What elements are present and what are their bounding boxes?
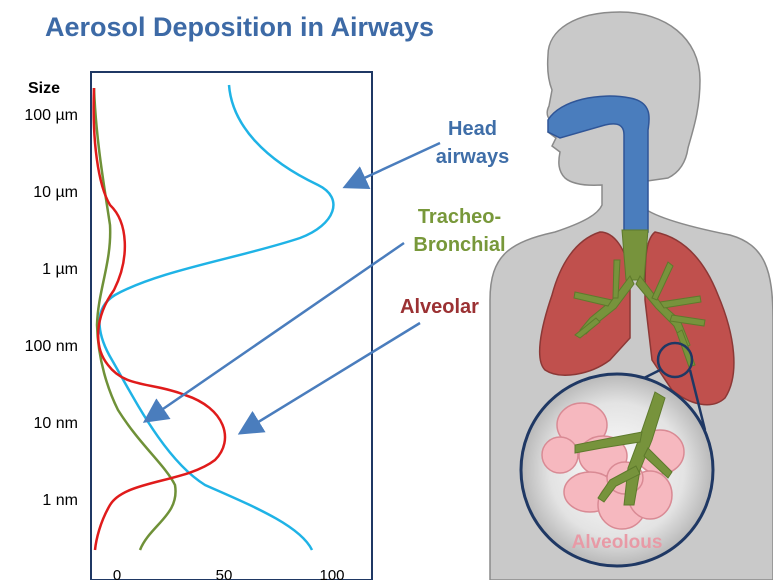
tracheo-bronchial-line2: Bronchial (413, 234, 506, 256)
x-tick-50: 50 (215, 567, 233, 584)
y-tick-10um: 10 µm (33, 184, 78, 201)
figure-title: Aerosol Deposition in Airways (45, 12, 435, 42)
tracheo-bronchial-arrow (142, 241, 405, 423)
alveolar-label: Alveolar (400, 296, 479, 318)
head-airways-curve (98, 84, 335, 551)
inset-bronchiole (574, 391, 673, 506)
head-airways-line1: Head (448, 118, 497, 140)
head-airways-label: Head airways (435, 115, 510, 171)
head-airway (547, 95, 650, 233)
y-tick-100nm: 100 nm (24, 338, 78, 355)
y-axis-title: Size (28, 80, 61, 97)
magnify-ring (656, 341, 694, 379)
plot-frame (90, 71, 373, 580)
head-airways-line2: airways (435, 146, 510, 168)
y-tick-10nm: 10 nm (33, 415, 78, 432)
y-tick-1nm: 1 nm (42, 492, 78, 509)
tracheo-bronchial-line1: Tracheo- (417, 206, 502, 228)
alveoli-cluster (541, 402, 685, 530)
x-tick-100: 100 (319, 567, 345, 584)
bronchial-tree (573, 229, 706, 368)
y-tick-100um: 100 µm (24, 107, 78, 124)
head-airways-arrow (342, 141, 441, 189)
alveolous-label: Alveolous (571, 532, 663, 553)
zoom-line-right (688, 369, 707, 431)
tracheo-bronchial-label: Tracheo- Bronchial (407, 203, 512, 259)
alveolar-curve (92, 87, 227, 551)
y-tick-1um: 1 µm (42, 261, 78, 278)
x-tick-0: 0 (112, 567, 122, 584)
alveolar-arrow (237, 321, 421, 435)
